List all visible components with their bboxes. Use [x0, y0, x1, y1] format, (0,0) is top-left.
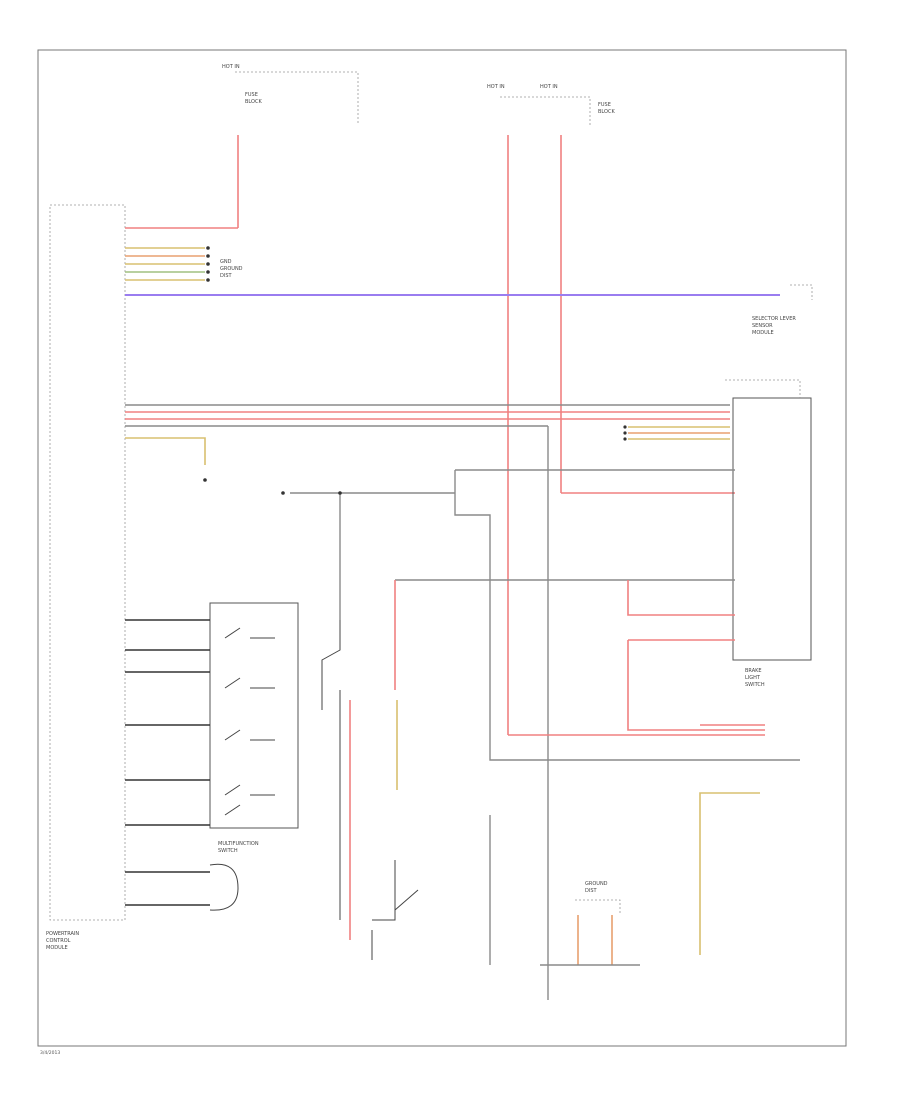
switch-contact-1 — [224, 627, 275, 639]
bundle-dot-1 — [206, 246, 210, 250]
selector-lever-box — [790, 284, 813, 300]
bundle-label-2: GROUND — [220, 266, 243, 272]
mid-dot-1 — [338, 491, 342, 495]
bottom-ground-label-2: DIST — [585, 888, 597, 894]
switch-assembly-box — [209, 602, 299, 829]
brake-label-2: LIGHT — [745, 675, 761, 681]
switch-contact-2 — [224, 677, 275, 689]
fuse-block-right — [500, 96, 591, 125]
switch-label-2: SWITCH — [218, 848, 238, 854]
selector-label-1: SELECTOR LEVER — [752, 316, 796, 322]
brake-switch-top — [725, 379, 801, 398]
fuse-top-label-2: FUSE — [245, 92, 258, 98]
brake-switch-box — [732, 397, 812, 661]
rb-dot-1 — [623, 425, 627, 429]
switch-contact-4 — [224, 784, 275, 796]
wire-right-yellow — [699, 792, 760, 955]
diagram-frame — [37, 49, 847, 1047]
bottom-ground-label-1: GROUND — [585, 881, 608, 887]
control-module-box — [49, 204, 126, 921]
switch-coil — [209, 863, 239, 911]
relay-contact-mid — [321, 620, 341, 920]
switch-contact-5 — [224, 804, 241, 816]
switch-label-1: MULTIFUNCTION — [218, 841, 259, 847]
fuse-block-top — [235, 71, 359, 125]
fuse-top-label-1: HOT IN — [222, 64, 240, 70]
control-module-label-2: CONTROL — [46, 938, 71, 944]
selector-label-2: SENSOR — [752, 323, 773, 329]
selector-label-3: MODULE — [752, 330, 774, 336]
bundle-dot-2 — [206, 254, 210, 258]
bundle-label-3: DIST — [220, 273, 232, 279]
mid-dot-3 — [203, 478, 207, 482]
bottom-relay — [371, 860, 419, 960]
bundle-dot-3 — [206, 262, 210, 266]
switch-contact-3 — [224, 729, 275, 741]
control-module-label-3: MODULE — [46, 945, 68, 951]
brake-label-1: BRAKE — [745, 668, 762, 674]
wire-r-4 — [627, 640, 765, 731]
bundle-label-1: GND — [220, 259, 232, 265]
fuse-top-label-3: BLOCK — [245, 99, 262, 105]
wire-r-3 — [627, 580, 735, 616]
wire-harness-5 — [125, 437, 206, 465]
fuse-right-label-2: HOT IN — [540, 84, 558, 90]
mid-dot-2 — [281, 491, 285, 495]
fuse-right-label-3: FUSE — [598, 102, 611, 108]
fuse-right-label-1: HOT IN — [487, 84, 505, 90]
footer-code: 3/4/2013 — [40, 1050, 60, 1056]
brake-label-3: SWITCH — [745, 682, 765, 688]
control-module-label-1: POWERTRAIN — [46, 931, 79, 937]
fuse-right-label-4: BLOCK — [598, 109, 615, 115]
rb-dot-2 — [623, 431, 627, 435]
wire-mid-2 — [454, 470, 800, 761]
rb-dot-3 — [623, 437, 627, 441]
bottom-ground-box — [575, 899, 621, 915]
bundle-dot-5 — [206, 278, 210, 282]
bundle-dot-4 — [206, 270, 210, 274]
